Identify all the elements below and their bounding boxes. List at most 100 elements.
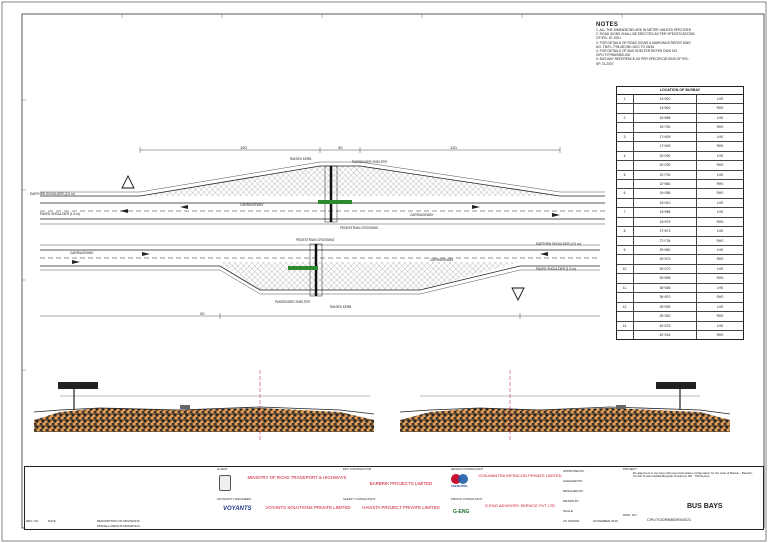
notes-heading: NOTES <box>596 22 619 28</box>
cell-side: LHS <box>716 323 724 328</box>
dim-100: 100 <box>240 145 247 150</box>
cell-side: RHS <box>716 295 724 300</box>
note-line: OF IRC: 67-2001 <box>596 36 622 41</box>
cell-side: RHS <box>716 106 724 111</box>
cell-chainage: 16+760 <box>634 123 697 132</box>
table-title: LOCATION OF BUSBAY <box>617 87 743 95</box>
cell-side: LHS <box>716 115 724 120</box>
cell-chainage: 27+734 <box>634 236 697 245</box>
label-raised-kerb-2: RAISED KERB <box>330 305 352 309</box>
note-line: 3. FOR DETAILS OF ROAD SIGNS & MARKINGS … <box>596 40 691 45</box>
cell-side: RHS <box>716 144 724 149</box>
cell-side: RHS <box>716 191 724 196</box>
emblem-icon <box>219 475 231 491</box>
cell-chainage: 14+520 <box>634 95 697 104</box>
safety-name: HAVISTA PROJECT PRIVATE LIMITED <box>362 505 440 510</box>
cell-side: RHS <box>716 332 724 337</box>
cell-side: LHS <box>716 304 724 309</box>
label-carriageway-2: CARRIAGEWAY <box>410 213 434 217</box>
plan-lower-bus-bay <box>40 243 600 319</box>
cell-no: 9. <box>617 246 634 255</box>
dim-30: 30 <box>338 145 343 150</box>
cell-side: RHS <box>716 125 724 130</box>
design-name: CIVILMANTRA INFRACON PRIVATE LIMITED <box>478 473 562 478</box>
scale-value: AS SHOWN <box>563 519 580 523</box>
rev-col-header: REV. NO. <box>26 519 39 523</box>
cell-chainage: 24+385 <box>634 189 697 198</box>
cell-side: RHS <box>716 219 724 224</box>
cell-no: 8. <box>617 227 634 236</box>
table-row: 16+760 RHS <box>617 123 743 133</box>
cell-chainage: 36+570 <box>634 293 697 302</box>
cell-no <box>617 255 634 264</box>
label-passenger-shelter: PASSENGER SHELTER <box>352 160 387 164</box>
cell-chainage: 40+223 <box>634 321 697 330</box>
cell-no <box>617 142 634 151</box>
notes-block: NOTES 1. ALL THE DIMENSIONS ARE IN METER… <box>596 22 766 66</box>
cell-no <box>617 217 634 227</box>
civilmantra-logo-text: CIVILMANTRA <box>451 485 468 488</box>
cell-no: 7. <box>617 208 634 217</box>
table-row: 12.39+395 LHS <box>617 302 743 313</box>
cell-side: LHS <box>716 134 724 139</box>
label-carriageway-1: CARRIAGEWAY <box>240 203 264 207</box>
designed-label: DESIGNED BY <box>563 489 584 493</box>
cell-chainage: 20+290 <box>634 161 697 170</box>
voyants-logo: VOYANTS <box>223 506 252 512</box>
project-label: PROJECT <box>623 467 638 471</box>
cell-side: RHS <box>716 314 724 319</box>
note-line: 1. ALL THE DIMENSIONS ARE IN METER UNLES… <box>596 28 692 32</box>
cell-chainage: 29+650 <box>634 246 697 255</box>
checked-label: CHECKED BY <box>563 479 583 483</box>
table-row: 9.29+650 LHS <box>617 246 743 256</box>
cell-chainage: 39+395 <box>634 302 697 312</box>
cell-chainage: 20+290 <box>634 151 697 161</box>
label-passenger-shelter-2: PASSENGER SHELTER <box>275 300 310 304</box>
dim-20: 20 <box>200 311 205 316</box>
proof-label: PROOF CONSULTANT <box>451 497 483 501</box>
cell-no <box>617 293 634 302</box>
cell-side: RHS <box>716 238 724 243</box>
cell-no <box>617 123 634 132</box>
cell-chainage: 29+373 <box>634 255 697 264</box>
cell-no: 12. <box>617 302 634 312</box>
cell-chainage: 24+410 <box>634 198 697 208</box>
approved-label: APPROVED BY <box>563 469 585 473</box>
cell-side: LHS <box>716 229 724 234</box>
note-line: 5. BUS BAY REFERENCE AS PER SPECIFICATIO… <box>596 57 689 62</box>
label-earthen-shoulder-2: EARTHEN SHOULDER (2.0 m) <box>536 242 581 246</box>
label-raised-kerb: RAISED KERB <box>290 157 312 161</box>
note-line: SP-73-2007 <box>596 61 614 66</box>
cell-side: RHS <box>716 276 724 281</box>
cell-side: LHS <box>716 210 724 215</box>
date-col-header: DATE <box>48 519 56 523</box>
dim-120: 120 <box>450 145 457 150</box>
cell-chainage: 22+680 <box>634 179 697 189</box>
date-value: NOVEMBER 2019 <box>593 519 618 523</box>
cell-no: 4. <box>617 151 634 161</box>
cell-side: RHS <box>716 257 724 262</box>
cell-chainage: 22+730 <box>634 170 697 179</box>
cross-section-right <box>399 370 731 440</box>
cell-side: LHS <box>716 248 724 252</box>
label-paved-shoulder: PAVED SHOULDER (1.5 m) <box>40 212 80 216</box>
plan-upper-bus-bay <box>40 147 605 225</box>
label-carriageway-3: CARRIAGEWAY <box>70 251 94 255</box>
authority-name: VOYANTS SOLUTIONS PRIVATE LIMITED <box>265 505 351 510</box>
drawing-number: CIPL/TG/DR/BB/DR/04/021 <box>647 518 692 522</box>
design-label: DESIGN CONSULTANT <box>451 467 484 471</box>
cell-no: 13. <box>617 321 634 330</box>
